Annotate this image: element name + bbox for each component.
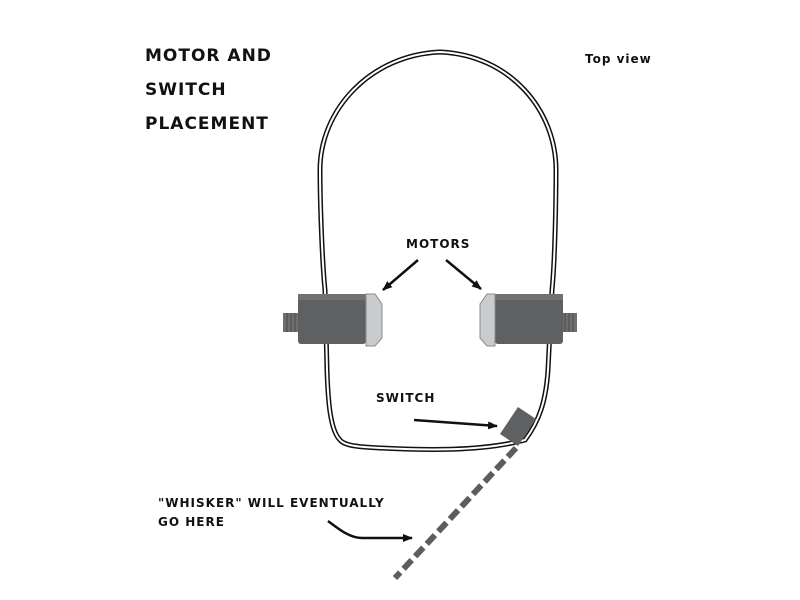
title-line-2: SWITCH	[145, 80, 227, 100]
left-motor	[283, 293, 383, 347]
left-motor-body	[298, 294, 366, 344]
motors-arrow-right	[445, 259, 482, 290]
right-motor	[479, 293, 577, 347]
body-outline-inner	[318, 50, 558, 451]
right-motor-face	[479, 293, 496, 347]
motors-arrow-left	[382, 259, 419, 291]
whisker-arrow	[327, 520, 413, 542]
switch-arrow	[413, 418, 498, 430]
switch-label: SWITCH	[376, 391, 436, 405]
whisker-line	[392, 445, 519, 581]
view-label: Top view	[585, 52, 652, 66]
whisker-label-line-1: "WHISKER" WILL EVENTUALLY	[158, 496, 385, 510]
title-line-1: MOTOR AND	[145, 46, 272, 66]
left-motor-face	[365, 293, 383, 347]
switch-body	[500, 407, 536, 446]
right-motor-body	[495, 294, 563, 344]
motors-label: MOTORS	[406, 237, 471, 251]
whisker-label-line-2: GO HERE	[158, 515, 225, 529]
title-line-3: PLACEMENT	[145, 114, 269, 134]
